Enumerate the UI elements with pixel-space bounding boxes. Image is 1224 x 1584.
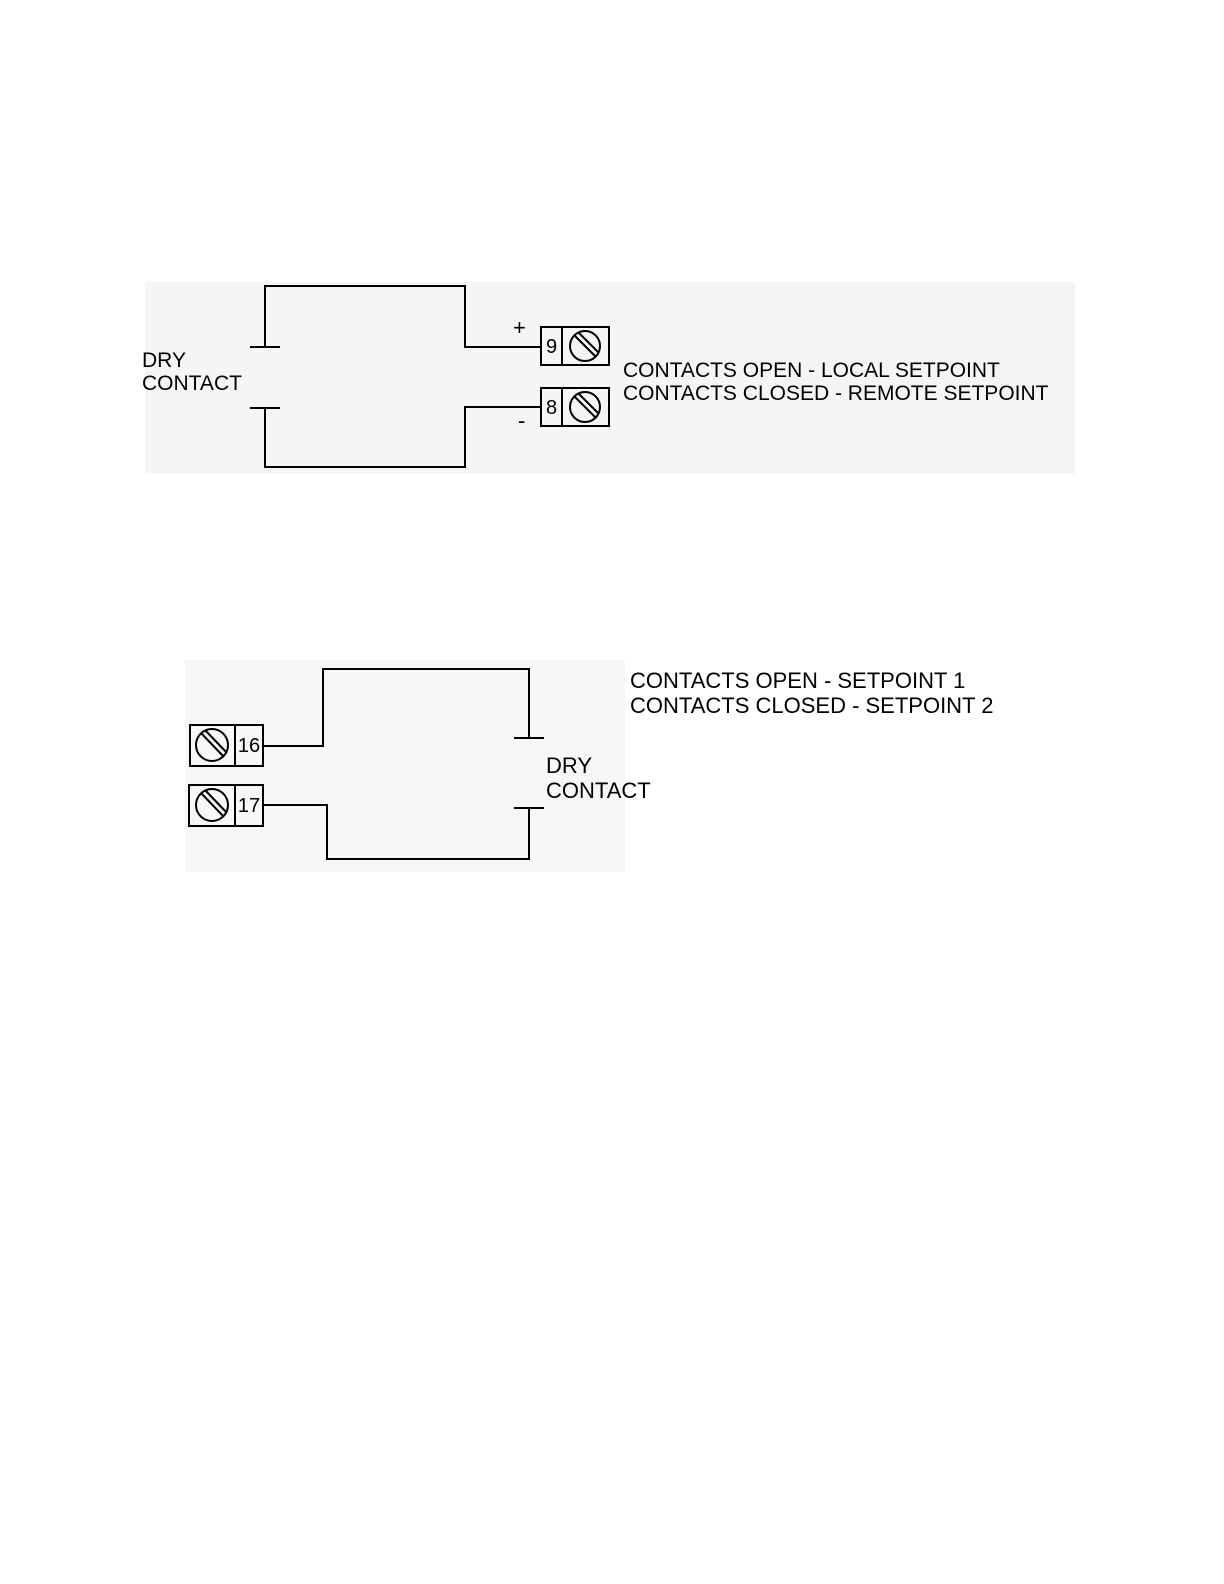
diagram2-note: CONTACTS OPEN - SETPOINT 1 CONTACTS CLOS… xyxy=(630,668,993,718)
diagram2-top-wire xyxy=(263,669,529,746)
diagram2-bottom-wire xyxy=(263,805,529,859)
terminal-17-label: 17 xyxy=(235,796,263,816)
screw-terminal-icon xyxy=(196,729,228,761)
diagram1-note-line2: CONTACTS CLOSED - REMOTE SETPOINT xyxy=(623,382,1048,405)
diagram1-wiring xyxy=(250,286,609,467)
diagram1-contact-label-line2: CONTACT xyxy=(142,372,242,395)
diagram1-minus-sign: - xyxy=(518,410,525,432)
screw-terminal-icon xyxy=(196,789,228,821)
diagram1-plus-sign: + xyxy=(513,317,526,339)
diagram1-note: CONTACTS OPEN - LOCAL SETPOINT CONTACTS … xyxy=(623,359,1048,405)
diagram2-wiring xyxy=(189,669,544,859)
diagram2-note-line1: CONTACTS OPEN - SETPOINT 1 xyxy=(630,668,993,693)
diagram2-note-line2: CONTACTS CLOSED - SETPOINT 2 xyxy=(630,693,993,718)
diagram1-top-wire xyxy=(265,286,541,347)
screw-terminal-icon xyxy=(570,392,600,422)
diagram2-contact-label: DRY CONTACT xyxy=(546,753,651,803)
diagram1-note-line1: CONTACTS OPEN - LOCAL SETPOINT xyxy=(623,359,1048,382)
terminal-8-label: 8 xyxy=(541,398,562,418)
diagram1-bottom-wire xyxy=(265,407,541,467)
diagram1-contact-label: DRY CONTACT xyxy=(142,349,242,395)
diagram2-contact-label-line2: CONTACT xyxy=(546,778,651,803)
terminal-16-label: 16 xyxy=(235,736,263,756)
diagram2-contact-label-line1: DRY xyxy=(546,753,651,778)
screw-terminal-icon xyxy=(570,331,600,361)
terminal-9-label: 9 xyxy=(541,337,562,357)
diagram1-contact-label-line1: DRY xyxy=(142,349,242,372)
